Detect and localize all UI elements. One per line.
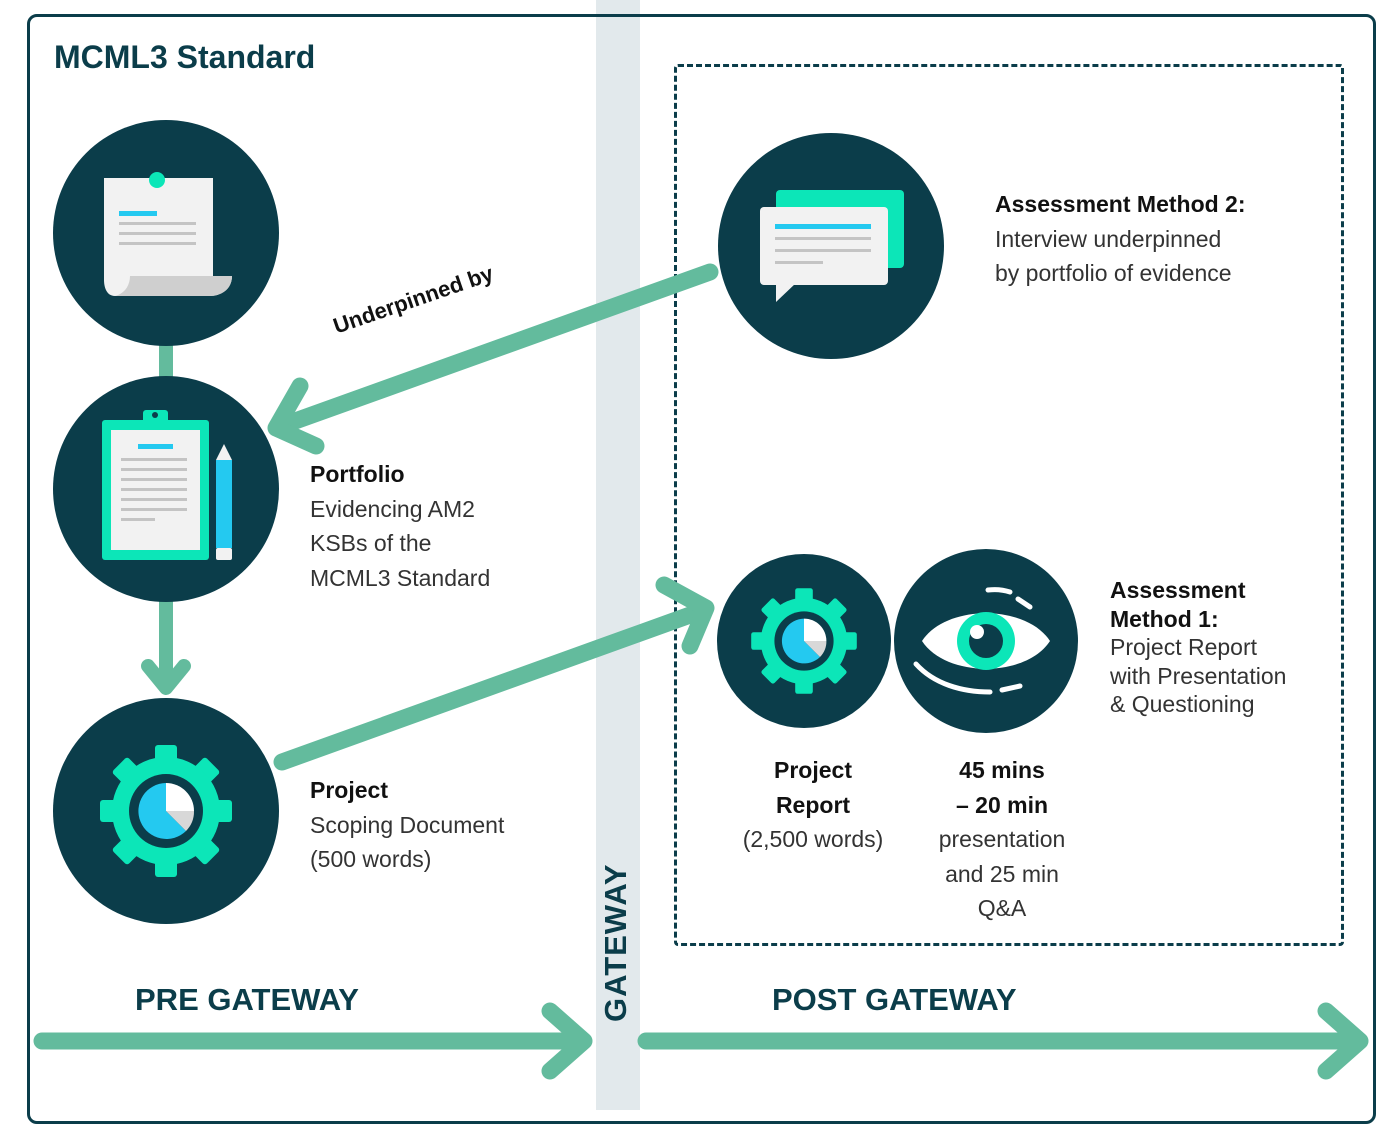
- document-icon: [53, 120, 279, 346]
- am2-heading: Assessment Method 2:: [995, 191, 1246, 217]
- am2-line: Interview underpinned: [995, 225, 1222, 252]
- page-title: MCML3 Standard: [54, 39, 316, 75]
- project-heading: Project: [310, 777, 388, 803]
- project-to-report-arrow: [273, 576, 715, 771]
- am1-text: Assessment Method 1: Project Report with…: [1110, 576, 1286, 719]
- portfolio-heading: Portfolio: [310, 461, 405, 487]
- gateway-band: [596, 0, 640, 1110]
- am2-text: Assessment Method 2: Interview underpinn…: [995, 187, 1246, 291]
- am1-line: Project Report: [1110, 634, 1258, 660]
- am1-heading: Method 1:: [1110, 605, 1219, 632]
- post-gateway-assessment-box: [674, 64, 1344, 946]
- speech-bubbles-icon: [718, 133, 944, 359]
- am2-line: by portfolio of evidence: [995, 260, 1232, 286]
- presentation-heading: – 20 min: [955, 791, 1049, 818]
- portfolio-line: Evidencing AM2: [310, 495, 475, 522]
- pre-gateway-arrow: [33, 1002, 593, 1080]
- presentation-line: Q&A: [977, 895, 1027, 921]
- presentation-line: presentation: [938, 826, 1066, 852]
- post-gateway-arrow: [637, 1002, 1369, 1080]
- pre-gateway-label: PRE GATEWAY: [135, 982, 359, 1017]
- report-heading: Report: [775, 791, 851, 818]
- post-gateway-label: POST GATEWAY: [772, 982, 1017, 1017]
- report-gear-chart-icon: [717, 554, 891, 728]
- am1-line: with Presentation: [1110, 662, 1287, 689]
- report-text: Project Report (2,500 words): [718, 753, 908, 857]
- report-heading: Project: [774, 757, 852, 783]
- project-gear-chart-icon: [53, 698, 279, 924]
- portfolio-line: MCML3 Standard: [310, 564, 491, 591]
- presentation-line: and 25 min: [945, 860, 1059, 887]
- am1-heading: Assessment: [1110, 577, 1246, 603]
- gateway-label: GATEWAY: [598, 863, 633, 1022]
- project-line: Scoping Document: [310, 811, 505, 838]
- portfolio-text: Portfolio Evidencing AM2 KSBs of the MCM…: [310, 457, 490, 595]
- eye-icon: [894, 549, 1078, 733]
- report-line: (2,500 words): [742, 826, 884, 852]
- project-text: Project Scoping Document (500 words): [310, 773, 504, 877]
- portfolio-line: KSBs of the: [310, 530, 432, 556]
- clipboard-pencil-icon: [53, 376, 279, 602]
- presentation-heading: 45 mins: [959, 757, 1045, 783]
- project-line: (500 words): [310, 846, 432, 872]
- underpinned-by-arrow: [267, 263, 719, 455]
- presentation-text: 45 mins – 20 min presentation and 25 min…: [912, 753, 1092, 926]
- am1-line: & Questioning: [1110, 691, 1255, 717]
- connector-portfolio-to-project-arrow: [141, 593, 191, 695]
